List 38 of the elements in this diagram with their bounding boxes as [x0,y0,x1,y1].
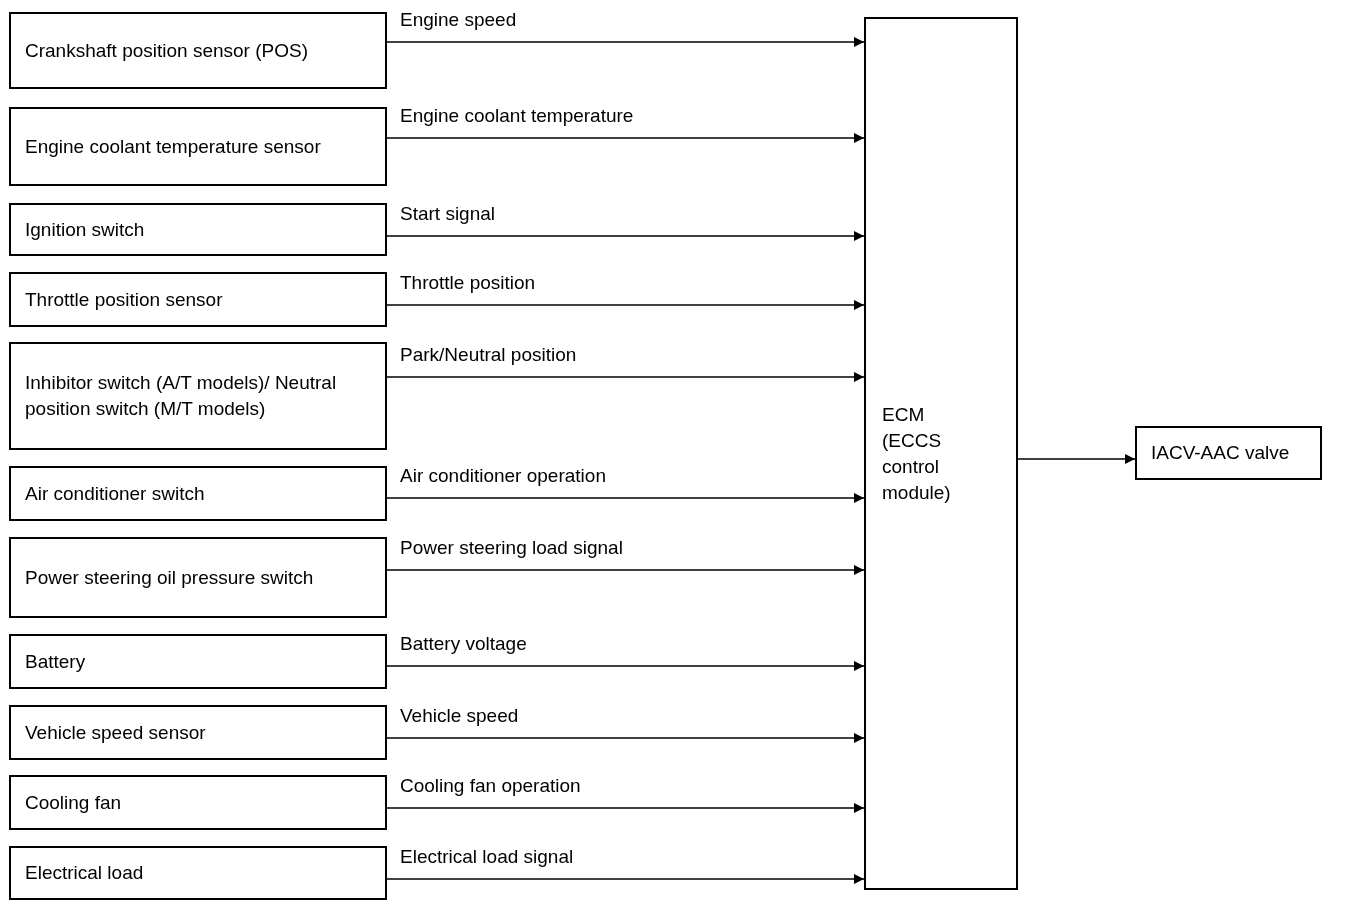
arrow [386,803,865,813]
arrow [386,565,865,575]
arrow [386,733,865,743]
input-box [9,775,387,830]
node-label: Vehicle speed sensor [25,720,206,745]
arrow [386,231,865,241]
node-label: Crankshaft position sensor (POS) [25,38,308,63]
input-box [9,466,387,521]
node-label: Power steering oil pressure switch [25,565,314,590]
arrow [386,300,865,310]
arrow [1017,454,1136,464]
input-box [9,634,387,689]
arrow [386,493,865,503]
input-box [9,537,387,618]
input-box [9,705,387,760]
arrow [386,874,865,884]
arrow [386,661,865,671]
arrow [386,37,865,47]
node-label: Air conditioner switch [25,481,205,506]
node-label: Engine coolant temperature sensor [25,134,321,159]
input-box [9,107,387,186]
input-box [9,272,387,327]
node-label: Throttle position sensor [25,287,223,312]
input-box [9,203,387,256]
arrow [386,133,865,143]
node-label: Inhibitor switch (A/T models)/ Neutral position switch (M/T models) [25,371,338,421]
output-box [1135,426,1322,480]
node-label: Cooling fan [25,790,122,815]
input-box [9,846,387,900]
control-module-box [864,17,1018,890]
arrow [386,372,865,382]
node-label: ECM (ECCS control module) [882,402,952,505]
node-label: IACV-AAC valve [1151,441,1290,465]
input-box [9,12,387,89]
node-label: Battery [25,649,86,674]
node-label: Ignition switch [25,217,145,242]
input-box [9,342,387,450]
node-label: Electrical load [25,861,144,885]
